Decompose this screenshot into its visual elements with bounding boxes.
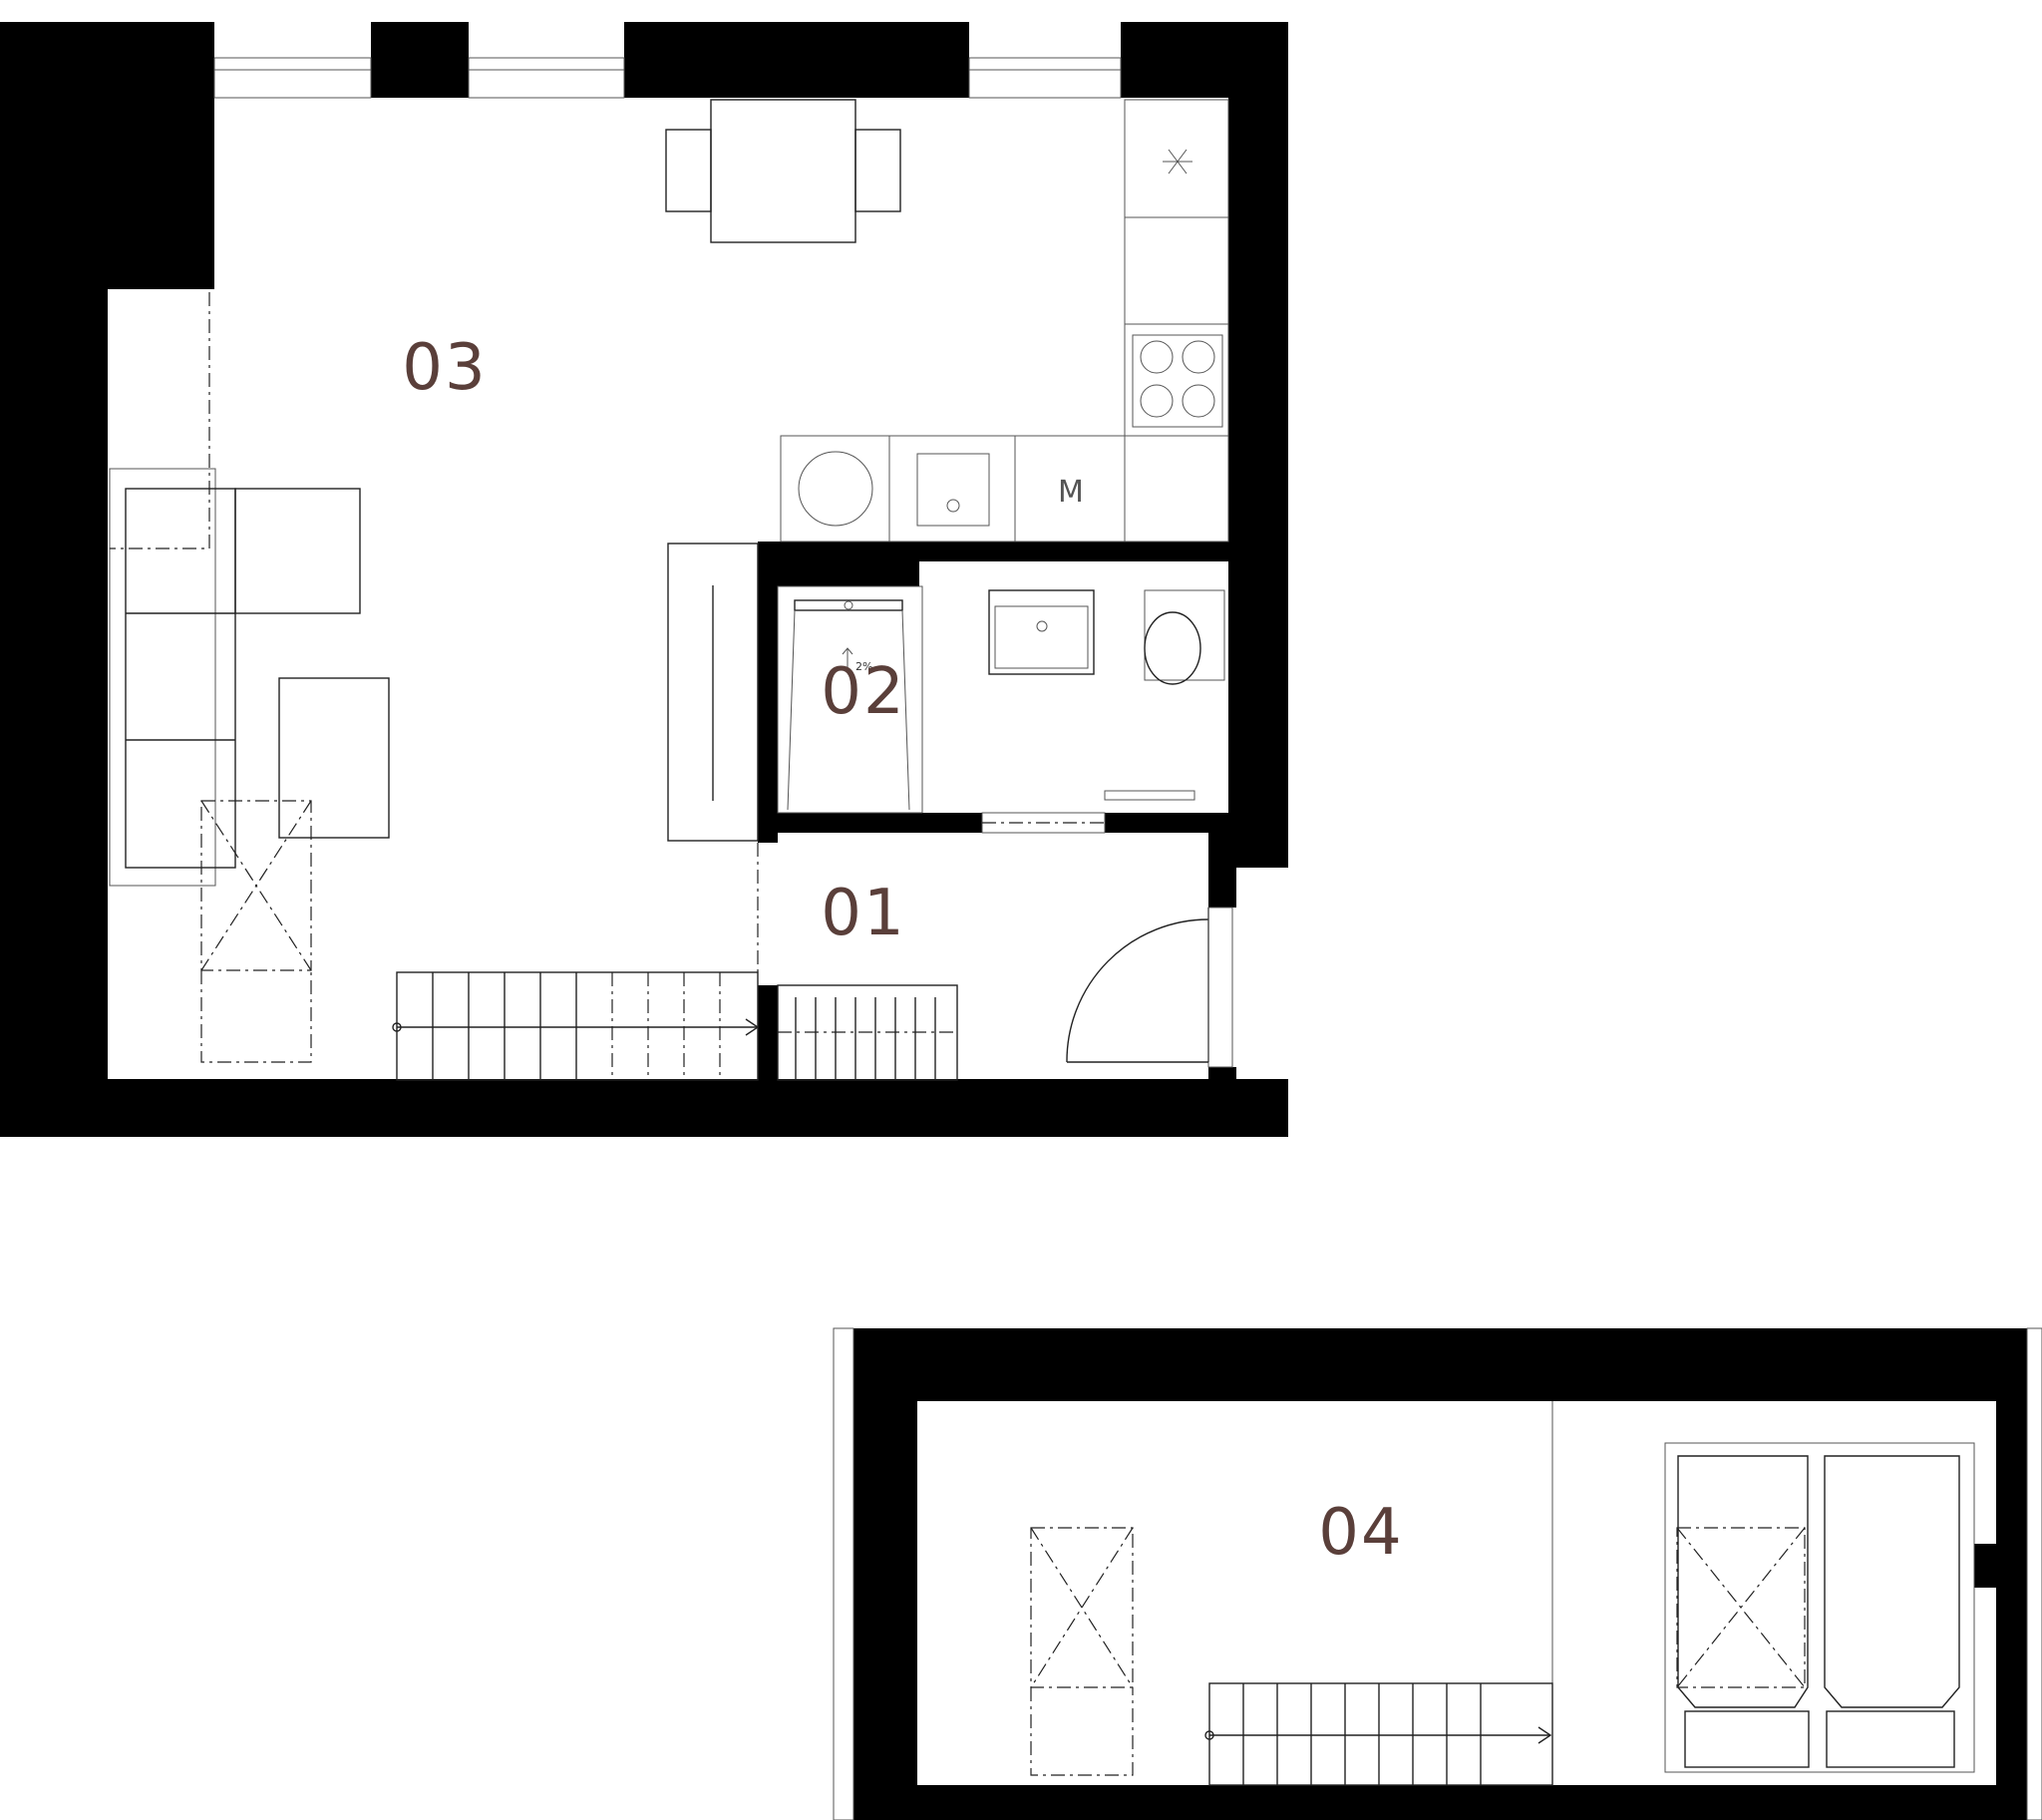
washbasin-icon bbox=[988, 589, 1095, 675]
attic-wall-top bbox=[853, 1328, 2027, 1401]
wall-bottom bbox=[0, 1079, 1288, 1137]
staircase-lower bbox=[1204, 1682, 1553, 1786]
room-label-02: 02 bbox=[821, 655, 905, 729]
shower: 2% bbox=[777, 585, 923, 814]
towel-rail bbox=[1104, 790, 1195, 801]
attic-chimney bbox=[1974, 1544, 2004, 1588]
bathroom-door[interactable] bbox=[981, 812, 1106, 834]
skylight-upper bbox=[200, 800, 312, 1063]
wall-top-center bbox=[624, 22, 969, 98]
attic-wall-left bbox=[853, 1401, 917, 1785]
bathroom-wall-top-inner bbox=[776, 561, 919, 586]
bathroom-wall-left bbox=[758, 542, 778, 843]
window-3 bbox=[968, 57, 1122, 99]
cooktop-icon bbox=[1132, 334, 1223, 428]
staircase-upper bbox=[392, 971, 760, 1081]
bed-left bbox=[1677, 1455, 1810, 1768]
washing-machine-icon bbox=[798, 451, 873, 527]
chair-left bbox=[665, 129, 712, 212]
armchair bbox=[278, 677, 390, 839]
attic-wall-bottom bbox=[853, 1785, 2027, 1820]
entry-door[interactable] bbox=[1066, 907, 1233, 1068]
room-label-03: 03 bbox=[402, 331, 487, 405]
overhead-outline bbox=[110, 292, 210, 549]
kitchen-counter-bottom bbox=[780, 435, 1229, 543]
floor-plan-upper: M bbox=[0, 22, 1288, 1137]
attic-outline-right bbox=[2026, 1327, 2042, 1820]
extractor-fan-icon bbox=[1163, 149, 1192, 175]
bathroom-wall-bottom-left bbox=[778, 813, 982, 833]
dining-table bbox=[710, 99, 856, 243]
window-1 bbox=[213, 57, 372, 99]
bathroom-wall-top bbox=[760, 542, 1231, 561]
entry-wall-right bbox=[1208, 813, 1236, 908]
wall-top-left bbox=[0, 22, 214, 1082]
floor-plan-lower: 04 bbox=[833, 1327, 2042, 1820]
room-label-04: 04 bbox=[1318, 1496, 1403, 1570]
skylight-lower-left bbox=[1030, 1527, 1134, 1776]
window-2 bbox=[468, 57, 625, 99]
bed-right bbox=[1824, 1455, 1960, 1768]
sink-icon bbox=[916, 453, 990, 527]
staircase-lower-steps bbox=[777, 984, 958, 1081]
entry-wall-bottom-right bbox=[1208, 1067, 1236, 1082]
wall-top-right bbox=[1121, 22, 1288, 868]
attic-wall-right bbox=[1996, 1401, 2027, 1795]
attic-outline-left bbox=[833, 1327, 854, 1820]
wardrobe bbox=[667, 543, 759, 842]
bathroom-wall-bottom-right bbox=[1105, 813, 1231, 833]
stair-wall-post bbox=[758, 985, 778, 1079]
kitchen-counter-right bbox=[1124, 99, 1229, 543]
toilet-icon bbox=[1144, 589, 1225, 685]
microwave-label: M bbox=[1058, 475, 1084, 510]
shower-slope-label: 2% bbox=[855, 660, 872, 673]
sofa bbox=[109, 468, 361, 887]
skylight-lower-right bbox=[1676, 1527, 1806, 1688]
wall-top-segment bbox=[371, 22, 469, 98]
bed-frame bbox=[1664, 1442, 1975, 1773]
chair-right bbox=[854, 129, 901, 212]
room-label-01: 01 bbox=[821, 877, 905, 950]
